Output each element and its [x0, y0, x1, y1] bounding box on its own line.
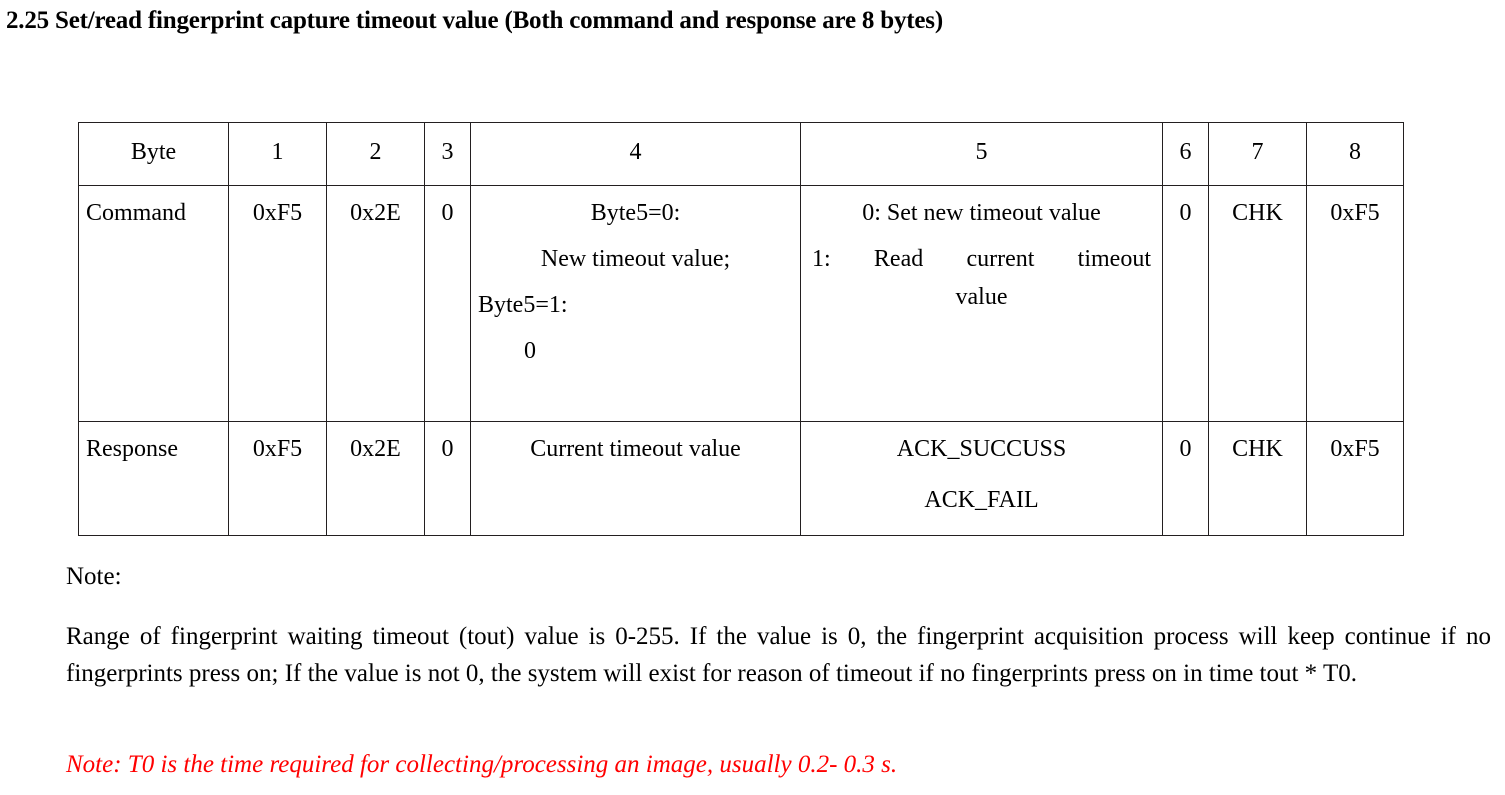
table-row-response: Response 0xF5 0x2E 0 Current timeout val… — [78, 421, 1404, 536]
command-byte7-value: CHK — [1232, 200, 1283, 226]
command-byte1-value: 0xF5 — [252, 200, 303, 226]
command-byte8-cell: 0xF5 — [1306, 185, 1404, 422]
table-header-cell-2: 2 — [326, 122, 425, 186]
command-byte5-line2-part2: Read — [873, 246, 924, 272]
table-header-cell-byte: Byte — [78, 122, 229, 186]
table-header-row: Byte 1 2 3 4 5 6 — [78, 122, 1404, 186]
table-header-cell-4: 4 — [470, 122, 801, 186]
command-byte6-value: 0 — [1179, 200, 1192, 226]
response-byte6-cell: 0 — [1162, 421, 1209, 536]
command-byte5-line2: 1: Read current timeout — [808, 247, 1155, 271]
response-byte3-cell: 0 — [424, 421, 471, 536]
command-byte8-value: 0xF5 — [1330, 200, 1380, 226]
command-byte4-line1: Byte5=0: — [590, 200, 681, 226]
response-byte8-cell: 0xF5 — [1306, 421, 1404, 536]
response-byte2-cell: 0x2E — [326, 421, 425, 536]
header-label-8: 8 — [1349, 139, 1361, 165]
command-byte5-line3: value — [955, 284, 1008, 310]
note-label: Note: — [66, 563, 122, 590]
header-label-5: 5 — [975, 139, 988, 165]
protocol-table: Byte 1 2 3 4 5 6 — [78, 122, 1404, 536]
command-label-cell: Command — [78, 185, 229, 422]
command-byte7-cell: CHK — [1208, 185, 1307, 422]
command-byte4-line2: New timeout value; — [540, 246, 731, 272]
note-body: Range of fingerprint waiting timeout (to… — [66, 618, 1491, 692]
section-heading: 2.25 Set/read fingerprint capture timeou… — [6, 7, 943, 34]
command-byte1-cell: 0xF5 — [228, 185, 327, 422]
table-header-cell-8: 8 — [1306, 122, 1404, 186]
note-red-warning: Note: T0 is the time required for collec… — [66, 751, 898, 778]
command-byte4-line3: Byte5=1: — [478, 292, 568, 318]
header-label-byte: Byte — [130, 139, 177, 165]
command-byte5-line2-part4: timeout — [1077, 246, 1151, 272]
response-label: Response — [86, 436, 178, 462]
response-byte7-value: CHK — [1232, 436, 1283, 462]
response-byte5-line1: ACK_SUCCUSS — [896, 436, 1067, 462]
note-body-line1: Range of fingerprint waiting timeout (to… — [66, 623, 1278, 650]
command-byte2-cell: 0x2E — [326, 185, 425, 422]
command-byte5-line2-part1: 1: — [812, 246, 831, 272]
table-header-cell-6: 6 — [1162, 122, 1209, 186]
response-byte5-cell: ACK_SUCCUSS ACK_FAIL — [800, 421, 1163, 536]
command-byte6-cell: 0 — [1162, 185, 1209, 422]
response-byte7-cell: CHK — [1208, 421, 1307, 536]
response-byte6-value: 0 — [1179, 436, 1192, 462]
header-label-6: 6 — [1179, 139, 1192, 165]
note-body-line2: keep continue if no fingerprints press o… — [66, 623, 1491, 687]
header-label-7: 7 — [1251, 139, 1264, 165]
command-byte3-value: 0 — [441, 200, 454, 226]
table-header-cell-7: 7 — [1208, 122, 1307, 186]
response-byte4-cell: Current timeout value — [470, 421, 801, 536]
response-byte5-line2: ACK_FAIL — [924, 487, 1039, 513]
command-byte5-cell: 0: Set new timeout value 1: Read current… — [800, 185, 1163, 422]
response-byte4-value: Current timeout value — [530, 436, 741, 462]
header-label-4: 4 — [629, 139, 642, 165]
response-byte5-content: ACK_SUCCUSS ACK_FAIL — [802, 423, 1162, 517]
command-byte3-cell: 0 — [424, 185, 471, 422]
response-label-cell: Response — [78, 421, 229, 536]
response-byte8-value: 0xF5 — [1330, 436, 1380, 462]
response-byte3-value: 0 — [441, 436, 454, 462]
command-byte5-line1: 0: Set new timeout value — [862, 200, 1101, 226]
command-byte5-content: 0: Set new timeout value 1: Read current… — [802, 187, 1162, 314]
response-byte1-value: 0xF5 — [252, 436, 303, 462]
header-label-1: 1 — [271, 139, 284, 165]
command-byte4-content: Byte5=0: New timeout value; Byte5=1: 0 — [472, 187, 800, 368]
command-label: Command — [86, 200, 186, 226]
command-byte2-value: 0x2E — [350, 200, 401, 226]
response-byte1-cell: 0xF5 — [228, 421, 327, 536]
response-byte2-value: 0x2E — [350, 436, 401, 462]
table-row-command: Command 0xF5 0x2E 0 Byte5=0: New timeout… — [78, 185, 1404, 422]
command-byte4-cell: Byte5=0: New timeout value; Byte5=1: 0 — [470, 185, 801, 422]
header-label-2: 2 — [369, 139, 382, 165]
command-byte5-line2-part3: current — [966, 246, 1035, 272]
table-header-cell-1: 1 — [228, 122, 327, 186]
table-header-cell-3: 3 — [424, 122, 471, 186]
note-body-line3: fingerprints press on in time tout * T0. — [971, 660, 1357, 687]
header-label-3: 3 — [441, 139, 454, 165]
command-byte4-line4: 0 — [524, 338, 536, 364]
table-header-cell-5: 5 — [800, 122, 1163, 186]
